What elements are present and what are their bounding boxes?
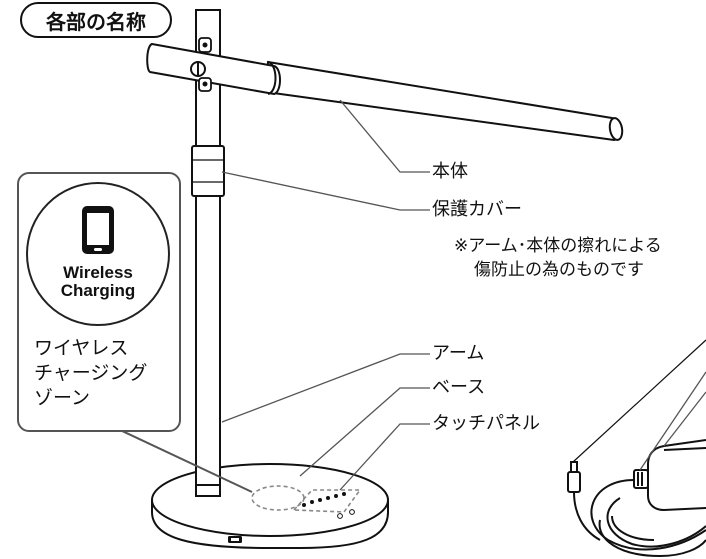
smartphone-icon — [82, 206, 114, 254]
wireless-charging-badge — [26, 182, 170, 326]
leader-lines — [221, 99, 706, 491]
note-line-1: ※アーム･本体の擦れによる — [454, 236, 662, 256]
wireless-zone-line-3: ゾーン — [34, 387, 91, 409]
label-protective-cover: 保護カバー — [432, 199, 522, 220]
wireless-zone-line-1: ワイヤレス — [34, 337, 129, 359]
wireless-zone-label: ワイヤレス チャージング ゾーン — [34, 336, 147, 411]
label-base: ベース — [432, 377, 486, 398]
lamp-body — [146, 42, 624, 142]
callout-pointer — [119, 429, 253, 493]
label-touch-panel: タッチパネル — [432, 413, 540, 434]
wireless-text: Wireless — [63, 263, 133, 282]
label-arm: アーム — [432, 343, 485, 364]
ac-adapter-icon — [567, 339, 706, 558]
touch-panel — [292, 489, 362, 519]
joint-knob — [190, 37, 212, 92]
charging-text: Charging — [60, 281, 136, 300]
usb-port-icon — [228, 536, 242, 543]
label-body: 本体 — [432, 161, 468, 182]
note-line-2: 傷防止の為のものです — [474, 260, 644, 280]
protective-cover — [191, 145, 225, 197]
wireless-zone-line-2: チャージング — [34, 362, 148, 384]
page-title: 各部の名称 — [20, 2, 172, 38]
